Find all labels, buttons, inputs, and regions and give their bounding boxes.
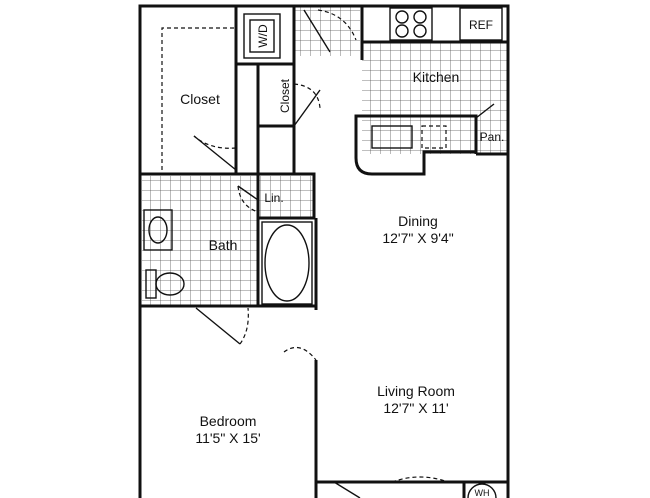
small-closet-label: Closet: [278, 78, 292, 113]
kitchen-tile-floor: [362, 42, 508, 154]
door-swings: [193, 9, 495, 498]
linen-tile-floor: [258, 176, 314, 218]
washer-dryer: W/D: [243, 13, 281, 59]
living-room-label: Living Room: [377, 383, 455, 399]
refrigerator: REF: [459, 7, 503, 41]
bath-tile-floor: [142, 176, 258, 306]
closet-shelf: [161, 27, 236, 170]
closet-label: Closet: [180, 91, 220, 107]
dining-dims: 12'7" X 9'4": [382, 230, 453, 246]
kitchen-counter: [354, 114, 478, 176]
stove: [389, 7, 433, 41]
living-room-dims: 12'7" X 11': [383, 400, 448, 416]
bedroom-dims: 11'5" X 15': [195, 430, 260, 446]
bath-sink: [143, 209, 173, 251]
kitchen-label: Kitchen: [413, 69, 460, 85]
linen-label: Lin.: [264, 191, 283, 205]
svg-text:WH: WH: [475, 488, 490, 498]
toilet: [145, 269, 185, 299]
dining-label: Dining: [398, 213, 438, 229]
bath-label: Bath: [209, 237, 238, 253]
interior-walls: [138, 4, 508, 498]
bathtub: [261, 221, 313, 305]
bedroom-label: Bedroom: [200, 413, 257, 429]
water-heater: WH: [462, 482, 497, 498]
entry-tile-floor: [294, 6, 360, 56]
svg-text:W/D: W/D: [256, 24, 270, 48]
pantry-label: Pan.: [480, 130, 505, 144]
svg-text:REF: REF: [469, 18, 493, 32]
exterior-walls: [138, 4, 510, 498]
